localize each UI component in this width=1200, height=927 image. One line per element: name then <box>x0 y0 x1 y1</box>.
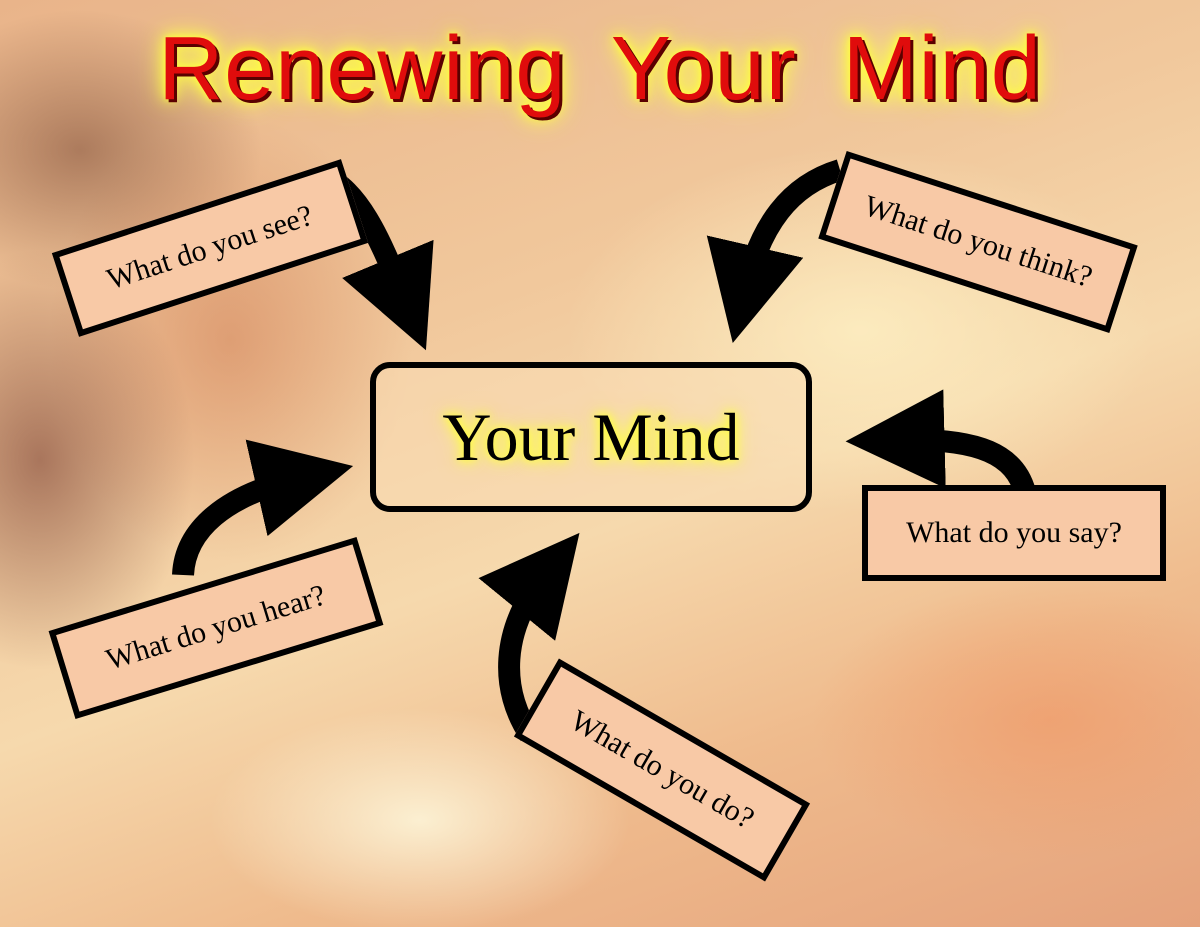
input-label-say: What do you say? <box>906 516 1122 549</box>
arrow-do-icon <box>478 532 580 742</box>
input-node-say: What do you say? <box>862 485 1166 581</box>
arrow-think-icon <box>706 159 844 344</box>
arrow-say-icon <box>845 389 1036 496</box>
page-title: Renewing Your Mind <box>158 19 1042 119</box>
center-node: Your Mind <box>370 362 812 512</box>
arrow-hear-icon <box>172 439 354 577</box>
center-label: Your Mind <box>442 398 740 475</box>
